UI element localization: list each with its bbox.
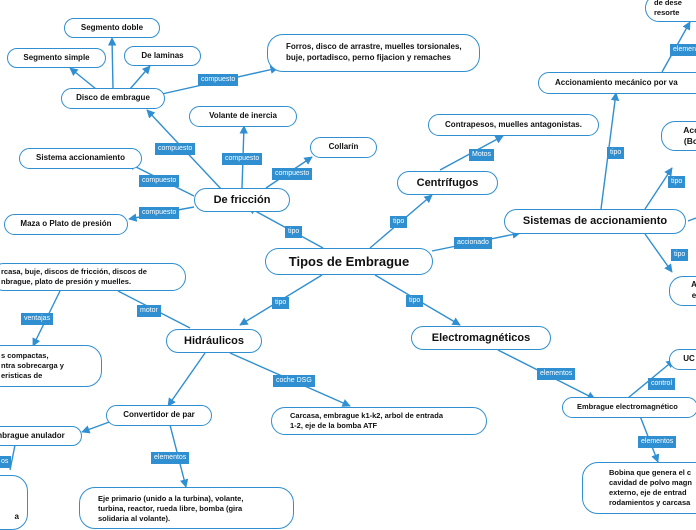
node-forros[interactable]: Forros, disco de arrastre, muelles torsi… [267,34,480,72]
label-elementos-bobina: elementos [638,436,677,448]
label-tipo-friccion: tipo [285,226,303,238]
node-disco-embrague[interactable]: Disco de embrague [61,88,165,109]
edge-sistemas-right [687,217,696,222]
node-cut-bottom-left[interactable]: a [0,475,28,530]
label-elementos-top: elementos [670,44,696,56]
node-embrague-anulador[interactable]: mbrague anulador [0,426,82,446]
node-hidraulicos[interactable]: Hidráulicos [166,329,262,353]
label-tipo-ae: tipo [671,249,689,261]
node-carcasa-k1k2[interactable]: Carcasa, embrague k1-k2, arbol de entrad… [271,407,487,435]
label-ventajas: ventajas [21,313,54,325]
node-sistemas-accionamiento[interactable]: Sistemas de accionamiento [504,209,686,234]
node-a-e[interactable]: A e [669,276,696,306]
node-bobina[interactable]: Bobina que genera el c cavidad de polvo … [582,462,696,514]
node-tipos-de-embrague[interactable]: Tipos de Embrague [265,248,433,275]
node-collarin[interactable]: Collarín [310,137,377,158]
node-desde-resorte[interactable]: de dese resorte [645,0,696,22]
label-tipo-centrifugos: tipo [390,216,408,228]
label-tipo-electro: tipo [406,295,424,307]
label-compuesto-forros: compuesto [198,74,239,86]
node-embrague-electromagnetico[interactable]: Embrague electromagnético [562,397,696,418]
node-de-laminas[interactable]: De laminas [124,46,201,66]
label-control: control [648,378,676,390]
node-volante-inercia[interactable]: Volante de inercia [189,106,297,127]
node-convertidor[interactable]: Convertidor de par [106,405,212,426]
label-motos: Motos [469,149,495,161]
node-electromagneticos[interactable]: Electromagnéticos [411,326,551,350]
edge-sistemas-bo [644,167,673,210]
edge-disco-segsimple [69,67,97,90]
label-motor: motor [137,305,161,317]
edge-disco-laminas [129,65,151,90]
label-compuesto-collarin: compuesto [272,168,313,180]
label-compuesto-sistema: compuesto [139,175,180,187]
label-accionado: accionado [454,237,492,249]
label-compuesto-disco: compuesto [155,143,196,155]
label-coche-dsg: coche DSG [273,375,315,387]
edge-hidraulicos-convertidor [167,352,206,407]
node-carcasa-buje[interactable]: rcasa, buje, discos de fricción, discos … [0,263,186,291]
label-elementos-convertidor: elementos [151,452,190,464]
edge-sistemas-ae [644,233,673,273]
label-tipo-hidraulicos: tipo [272,297,290,309]
edge-disco-segdoble [107,37,117,90]
node-centrifugos[interactable]: Centrífugos [397,171,498,195]
node-uc[interactable]: UC [669,349,696,370]
label-tipo-mecanico: tipo [607,147,625,159]
label-compuesto-volante: compuesto [222,153,263,165]
edge-convertidor-anulador [81,420,113,434]
node-maza[interactable]: Maza o Plato de presión [4,214,128,235]
label-elementos-electro: elementos [537,368,576,380]
node-segmento-simple[interactable]: Segmento simple [7,48,106,68]
node-acc-bo[interactable]: Acc (Bo [661,121,696,151]
node-contrapesos[interactable]: Contrapesos, muelles antagonistas. [428,114,599,136]
label-elementos-cut: os [0,456,12,468]
label-tipo-bo: tipo [668,176,686,188]
node-segmento-doble[interactable]: Segmento doble [64,18,160,38]
node-sistema-accionamiento[interactable]: Sistema accionamiento [19,148,142,169]
node-eje-primario[interactable]: Eje primario (unido a la turbina), volan… [79,487,294,529]
node-accionamiento-mecanico[interactable]: Accionamiento mecánico por va [538,72,696,94]
label-compuesto-maza: compuesto [139,207,180,219]
node-compactas[interactable]: s compactas, ntra sobrecarga y eristicas… [0,345,102,387]
node-de-friccion[interactable]: De fricción [194,188,290,212]
